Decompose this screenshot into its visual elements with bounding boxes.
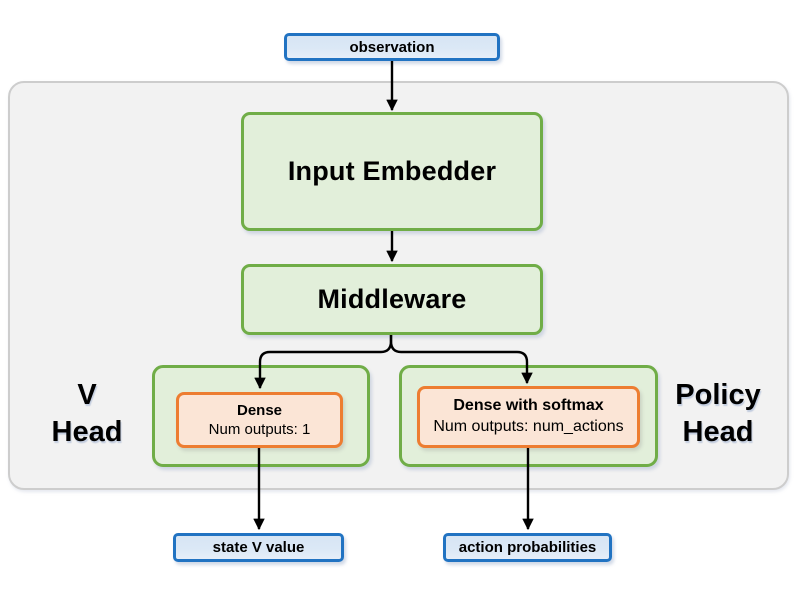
action-probabilities-node: action probabilities bbox=[443, 533, 612, 562]
state-v-value-label: state V value bbox=[212, 539, 305, 556]
policy-head-dense-node: Dense with softmax Num outputs: num_acti… bbox=[417, 386, 640, 448]
middleware-node: Middleware bbox=[241, 264, 543, 335]
observation-node: observation bbox=[284, 33, 500, 61]
policy-head-label-line1: Policy bbox=[675, 379, 761, 411]
middleware-label: Middleware bbox=[317, 284, 467, 314]
v-head-label-line1: V bbox=[77, 379, 97, 411]
v-head-label: V Head bbox=[33, 377, 141, 451]
policy-head-label-line2: Head bbox=[682, 416, 754, 448]
observation-label: observation bbox=[349, 38, 435, 56]
policy-head-dense-subtitle: Num outputs: num_actions bbox=[433, 418, 624, 435]
state-v-value-node: state V value bbox=[173, 533, 344, 562]
policy-head-label: Policy Head bbox=[662, 377, 774, 451]
v-head-dense-title: Dense bbox=[236, 401, 283, 419]
v-head-dense-node: Dense Num outputs: 1 bbox=[176, 392, 343, 448]
input-embedder-node: Input Embedder bbox=[241, 112, 543, 231]
v-head-dense-subtitle: Num outputs: 1 bbox=[208, 421, 311, 438]
v-head-label-line2: Head bbox=[51, 416, 123, 448]
action-probabilities-label: action probabilities bbox=[458, 539, 597, 556]
policy-head-dense-title: Dense with softmax bbox=[453, 397, 604, 415]
input-embedder-label: Input Embedder bbox=[287, 156, 497, 186]
